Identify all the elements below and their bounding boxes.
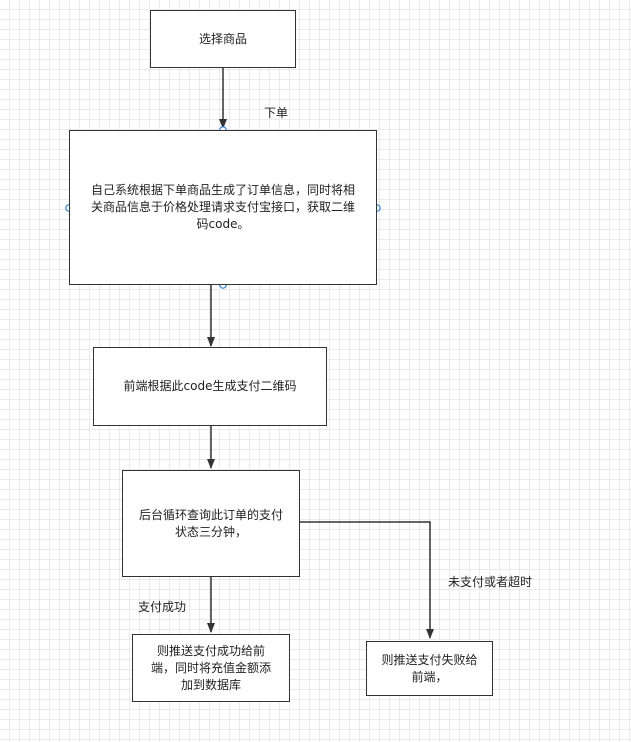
node-select-product[interactable]: 选择商品: [150, 10, 296, 68]
edge-label-place-order: 下单: [264, 106, 289, 120]
node-poll-status[interactable]: 后台循环查询此订单的支付 状态三分钟，: [122, 470, 300, 577]
node-push-fail[interactable]: 则推送支付失败给 前端，: [366, 641, 493, 696]
edge-poll-to-fail: [300, 521, 434, 639]
node-generate-order[interactable]: 自己系统根据下单商品生成了订单信息，同时将相 关商品信息于价格处理请求支付宝接口…: [69, 130, 377, 285]
node-push-success[interactable]: 则推送支付成功给前 端，同时将充值金额添 加到数据库: [132, 634, 290, 702]
node-frontend-qr[interactable]: 前端根据此code生成支付二维码: [93, 347, 327, 426]
edge-label-pay-success: 支付成功: [138, 600, 187, 614]
edge-label-unpaid-timeout: 未支付或者超时: [448, 575, 533, 589]
